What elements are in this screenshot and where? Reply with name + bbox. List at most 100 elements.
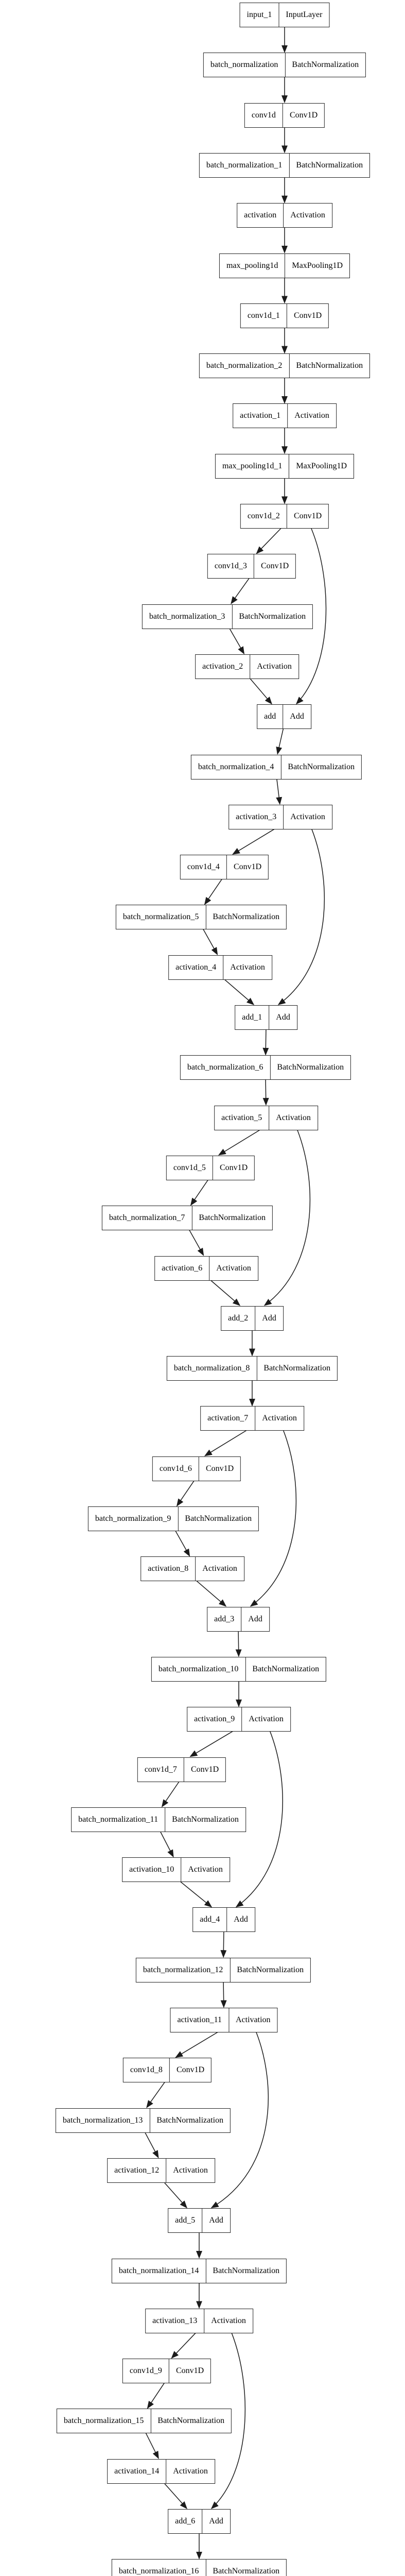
edge-activation_3-to-conv1d_4 <box>232 828 275 855</box>
layer-type: BatchNormalization <box>289 153 369 177</box>
layer-name: activation_13 <box>152 2316 198 2325</box>
layer-type: Conv1D <box>286 303 328 328</box>
layer-name: activation_14 <box>114 2466 160 2476</box>
edge-conv1d_7-to-batch_normalization_11 <box>161 1781 180 1808</box>
layer-type: BatchNormalization <box>165 1807 245 1832</box>
layer-name: add_5 <box>175 2216 196 2225</box>
edge-activation_12-to-add_5 <box>164 2182 187 2209</box>
layer-type: Conv1D <box>286 504 328 528</box>
layer-name: batch_normalization_7 <box>109 1213 185 1223</box>
layer-type: Activation <box>181 1858 230 1882</box>
edge-add-to-batch_normalization_4 <box>276 728 284 755</box>
edge-activation_3-to-add_1 <box>277 828 325 1005</box>
edge-activation_11-to-conv1d_8 <box>175 2031 219 2058</box>
layer-name: add_4 <box>200 1915 220 1924</box>
layer-type: Activation <box>283 204 332 228</box>
layer-name: activation_4 <box>175 962 217 972</box>
edge-conv1d_9-to-batch_normalization_15 <box>147 2382 165 2409</box>
layer-name: batch_normalization_2 <box>206 361 283 370</box>
layer-name: batch_normalization_3 <box>149 612 225 621</box>
layer-type: Activation <box>228 2008 277 2032</box>
layer-type: Conv1D <box>198 1456 240 1481</box>
edge-batch_normalization_3-to-activation_2 <box>229 628 245 655</box>
layer-type: Activation <box>250 654 298 679</box>
node-activation_11: activation_11 Activation <box>170 2008 278 2032</box>
edge-conv1d_4-to-batch_normalization_5 <box>204 878 223 905</box>
edge-batch_normalization_4-to-activation_3 <box>276 778 283 805</box>
layer-type: Activation <box>166 2459 215 2483</box>
layer-name: activation <box>244 211 277 220</box>
layer-type: Conv1D <box>168 2359 210 2383</box>
layer-type: BatchNormalization <box>245 1657 326 1681</box>
layer-type: Activation <box>204 2309 253 2333</box>
layer-name: conv1d_3 <box>214 562 247 571</box>
layer-name: conv1d_7 <box>144 1765 177 1774</box>
layer-type: Activation <box>195 1557 244 1581</box>
node-max_pooling1d: max_pooling1d MaxPooling1D <box>219 253 350 278</box>
layer-type: BatchNormalization <box>205 2259 286 2283</box>
node-activation: activation Activation <box>237 203 332 228</box>
layer-type: Add <box>283 705 311 729</box>
layer-type: Conv1D <box>169 2058 211 2082</box>
layer-name: max_pooling1d <box>226 261 278 270</box>
layer-type: Activation <box>283 805 332 829</box>
layer-type: Add <box>241 1607 269 1631</box>
layer-name: add_1 <box>242 1013 262 1022</box>
edge-activation_4-to-add_1 <box>224 979 255 1005</box>
node-batch_normalization_11: batch_normalization_11 BatchNormalization <box>71 1807 246 1832</box>
edge-activation_13-to-conv1d_9 <box>171 2332 197 2359</box>
edge-conv1d_6-to-batch_normalization_9 <box>176 1480 195 1507</box>
layer-type: Conv1D <box>226 855 268 879</box>
layer-type: BatchNormalization <box>289 354 369 378</box>
layer-type: Add <box>226 1908 255 1932</box>
layer-name: conv1d <box>251 110 276 120</box>
edge-activation_11-to-add_5 <box>210 2031 269 2208</box>
layer-type: BatchNormalization <box>230 1958 310 1982</box>
layer-type: Add <box>202 2510 230 2533</box>
edge-activation_5-to-add_2 <box>263 1129 311 1306</box>
layer-name: activation_12 <box>114 2165 160 2175</box>
layer-type: MaxPooling1D <box>289 454 354 478</box>
edge-batch_normalization_11-to-activation_10 <box>160 1831 174 1858</box>
layer-type: Activation <box>269 1106 318 1130</box>
edge-conv1d_8-to-batch_normalization_13 <box>146 2081 165 2108</box>
layer-name: batch_normalization_6 <box>187 1063 263 1072</box>
layer-type: BatchNormalization <box>191 1206 272 1230</box>
edge-add_3-to-batch_normalization_10 <box>235 1631 242 1657</box>
layer-name: batch_normalization_11 <box>78 1815 159 1824</box>
edge-activation_9-to-add_4 <box>235 1731 284 1908</box>
node-batch_normalization_7: batch_normalization_7 BatchNormalization <box>101 1206 273 1231</box>
layer-type: Activation <box>255 1406 304 1431</box>
layer-name: activation_9 <box>194 1715 235 1724</box>
edge-conv1d_2-to-add <box>295 528 327 705</box>
node-add_4: add_4 Add <box>192 1907 255 1933</box>
edge-activation_8-to-add_3 <box>196 1580 227 1607</box>
edge-batch_normalization_12-to-activation_11 <box>220 1981 227 2008</box>
layer-name: activation_6 <box>162 1263 203 1273</box>
layer-type: BatchNormalization <box>178 1507 258 1531</box>
edge-activation_5-to-conv1d_5 <box>218 1129 261 1156</box>
layer-type: BatchNormalization <box>285 53 365 77</box>
layer-name: activation_11 <box>177 2015 222 2024</box>
layer-type: MaxPooling1D <box>285 253 349 278</box>
layer-type: BatchNormalization <box>150 2409 231 2433</box>
layer-name: batch_normalization_8 <box>173 1364 250 1373</box>
